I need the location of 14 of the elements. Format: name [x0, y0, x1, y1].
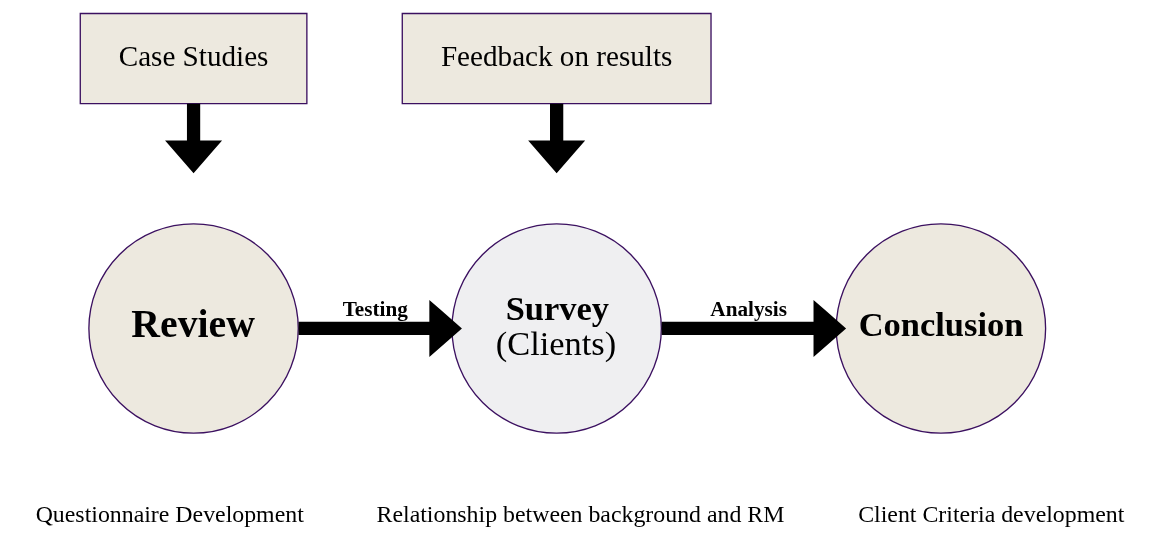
- arrow: [298, 300, 462, 357]
- edge-label: Analysis: [709, 297, 787, 322]
- arrow: [164, 103, 222, 174]
- node-circle: Conclusion: [835, 223, 1046, 434]
- arrow: [527, 103, 585, 174]
- arrow: [661, 300, 846, 357]
- node-label: Relationship between background and RM: [376, 501, 784, 528]
- edge-label: Testing: [342, 297, 408, 322]
- node-circle: Survey (Clients): [450, 223, 662, 434]
- node-circle: Review: [87, 223, 299, 434]
- node-box: Feedback on results: [401, 12, 712, 105]
- node-label: Client Criteria development: [857, 501, 1124, 528]
- label: Questionnaire Development: [35, 501, 304, 528]
- node-box: Case Studies: [79, 12, 308, 105]
